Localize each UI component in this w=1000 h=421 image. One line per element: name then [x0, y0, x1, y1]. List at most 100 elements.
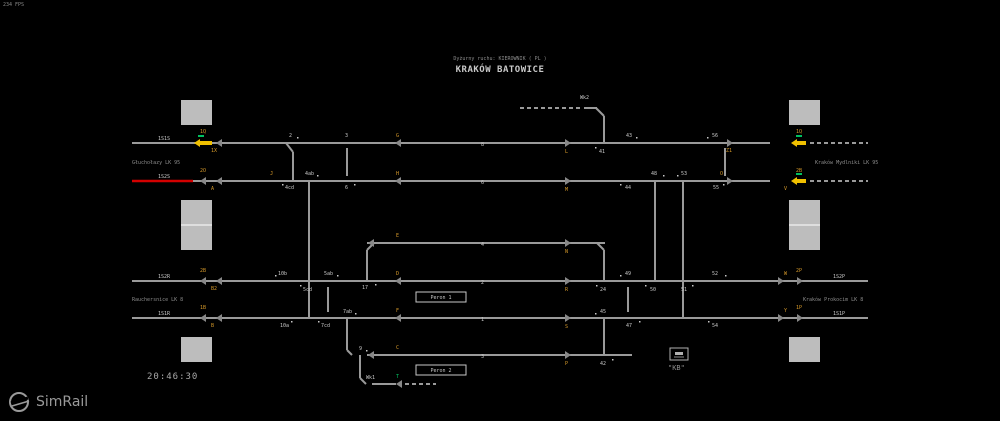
signal-arrow-mid-d[interactable] — [395, 277, 401, 285]
signal-arrow-mid-e[interactable] — [368, 239, 374, 247]
signal-arrow-left-1[interactable] — [216, 139, 222, 147]
connector-9-b[interactable] — [346, 349, 353, 356]
switch-dot-55[interactable] — [723, 184, 725, 186]
dashed-tracks — [398, 107, 868, 385]
signal-label-d: D — [396, 271, 399, 277]
switch-dot-49[interactable] — [620, 275, 622, 277]
signal-label-2o: 2O — [200, 168, 206, 174]
track-label-1s1p: 1S1P — [833, 311, 845, 317]
connector-wk1-b[interactable] — [359, 377, 367, 385]
switch-dot-10b[interactable] — [275, 275, 277, 277]
signal-label-b: B — [211, 323, 214, 329]
switch-dot-4ab[interactable] — [317, 175, 319, 177]
switch-dot-43[interactable] — [636, 137, 638, 139]
switch-label-4ab: 4ab — [305, 171, 314, 177]
block-left-bottom[interactable] — [181, 337, 212, 362]
direction-left-top: Głuchołazy LK 95 — [132, 160, 180, 166]
signal-arrow-wk1[interactable] — [396, 380, 402, 388]
signal-arrow-right-3[interactable] — [778, 277, 784, 285]
signal-label-w: W — [784, 271, 788, 277]
signal-arrow-r[interactable] — [565, 277, 571, 285]
direction-labels: Głuchołazy LK 95 Kraków Mydlniki LK 95 R… — [132, 159, 878, 303]
switch-dot-17[interactable] — [375, 284, 377, 286]
signal-arrow-p[interactable] — [565, 351, 571, 359]
track-label-1s1r: 1S1R — [158, 311, 171, 317]
clock: 20:46:30 — [147, 372, 199, 382]
switch-dot-51[interactable] — [692, 285, 694, 287]
signal-arrow-left-3[interactable] — [216, 277, 222, 285]
switch-dot-50[interactable] — [645, 285, 647, 287]
switch-dot-48[interactable] — [663, 175, 665, 177]
signal-arrow-m[interactable] — [565, 177, 571, 185]
block-left-top[interactable] — [181, 100, 212, 125]
signal-arrow-left-4[interactable] — [216, 314, 222, 322]
signal-arrow-right-2[interactable] — [727, 177, 733, 185]
switch-dot-2[interactable] — [297, 137, 299, 139]
switch-label-48: 48 — [651, 171, 657, 177]
station-title: KRAKÓW BATOWICE — [455, 65, 545, 75]
entry-signal-right-1q[interactable] — [791, 139, 806, 147]
switch-label-41: 41 — [599, 149, 605, 155]
switch-dot-5ab[interactable] — [337, 275, 339, 277]
signal-label-l: L — [565, 149, 568, 155]
track-number-3: 3 — [481, 354, 484, 360]
signal-arrow-l[interactable] — [565, 139, 571, 147]
switch-dot-10a[interactable] — [291, 321, 293, 323]
switch-dot-47[interactable] — [639, 321, 641, 323]
switch-dot-42[interactable] — [612, 359, 614, 361]
switch-dot-45[interactable] — [595, 313, 597, 315]
connector-41-b[interactable] — [595, 107, 605, 117]
entry-signal-left-b2[interactable] — [200, 277, 206, 285]
switch-dot-41[interactable] — [595, 147, 597, 149]
switch-dot-7cd[interactable] — [318, 321, 320, 323]
switch-label-7cd: 7cd — [321, 323, 330, 329]
platform-1[interactable] — [415, 291, 467, 303]
switch-label-49: 49 — [625, 271, 631, 277]
entry-signal-right-y[interactable] — [797, 314, 803, 322]
platform-2-label: Peron 2 — [430, 368, 451, 374]
signal-arrow-left-2[interactable] — [216, 177, 222, 185]
entry-signal-left-1q[interactable] — [194, 139, 212, 147]
switch-dot-44[interactable] — [620, 184, 622, 186]
entry-signal-right-2b[interactable] — [791, 177, 806, 185]
switch-label-5ab: 5ab — [324, 271, 333, 277]
switch-label-53: 53 — [681, 171, 687, 177]
direction-right-bottom: Kraków Prokocim LK 8 — [803, 296, 863, 303]
kb-panel-icon[interactable] — [669, 347, 689, 361]
connector-42-b[interactable] — [596, 242, 605, 251]
connector-4ab[interactable] — [285, 142, 294, 153]
switch-label-10b: 10b — [278, 271, 287, 277]
entry-signal-left-a[interactable] — [200, 177, 206, 185]
track-label-1s2p: 1S2P — [833, 274, 845, 280]
signal-arrow-right-1[interactable] — [727, 139, 733, 147]
switch-dot-4cd[interactable] — [282, 184, 284, 186]
entry-signal-right-w[interactable] — [797, 277, 803, 285]
track-number-6: 6 — [481, 180, 484, 186]
switch-dot-24[interactable] — [596, 285, 598, 287]
signal-arrow-right-4[interactable] — [778, 314, 784, 322]
switch-label-43: 43 — [626, 133, 632, 139]
direction-left-bottom: Rauchersnice LK 8 — [132, 297, 183, 303]
switch-dot-56[interactable] — [707, 137, 709, 139]
signal-arrow-s[interactable] — [565, 314, 571, 322]
switch-dot-7ab[interactable] — [355, 313, 357, 315]
simrail-logo: SimRail — [8, 391, 88, 413]
platform-2[interactable] — [415, 364, 467, 376]
switch-dot-6[interactable] — [354, 184, 356, 186]
signal-arrow-mid-g[interactable] — [395, 139, 401, 147]
signal-arrow-mid-c[interactable] — [368, 351, 374, 359]
switch-dot-53[interactable] — [677, 175, 679, 177]
block-right-bottom[interactable] — [789, 337, 820, 362]
switch-dot-5cd[interactable] — [300, 285, 302, 287]
block-right-top[interactable] — [789, 100, 820, 125]
signal-label-right-2b: 2B — [796, 168, 802, 174]
simrail-logo-icon — [9, 392, 30, 412]
switch-dot-52[interactable] — [725, 275, 727, 277]
signal-label-right-1q: 1Q — [796, 129, 802, 135]
entry-signal-left-b[interactable] — [200, 314, 206, 322]
switch-dot-9[interactable] — [366, 350, 368, 352]
signal-arrow-mid-h[interactable] — [395, 177, 401, 185]
signal-arrow-mid-f[interactable] — [395, 314, 401, 322]
signal-arrow-n[interactable] — [565, 239, 571, 247]
switch-dot-54[interactable] — [708, 321, 710, 323]
